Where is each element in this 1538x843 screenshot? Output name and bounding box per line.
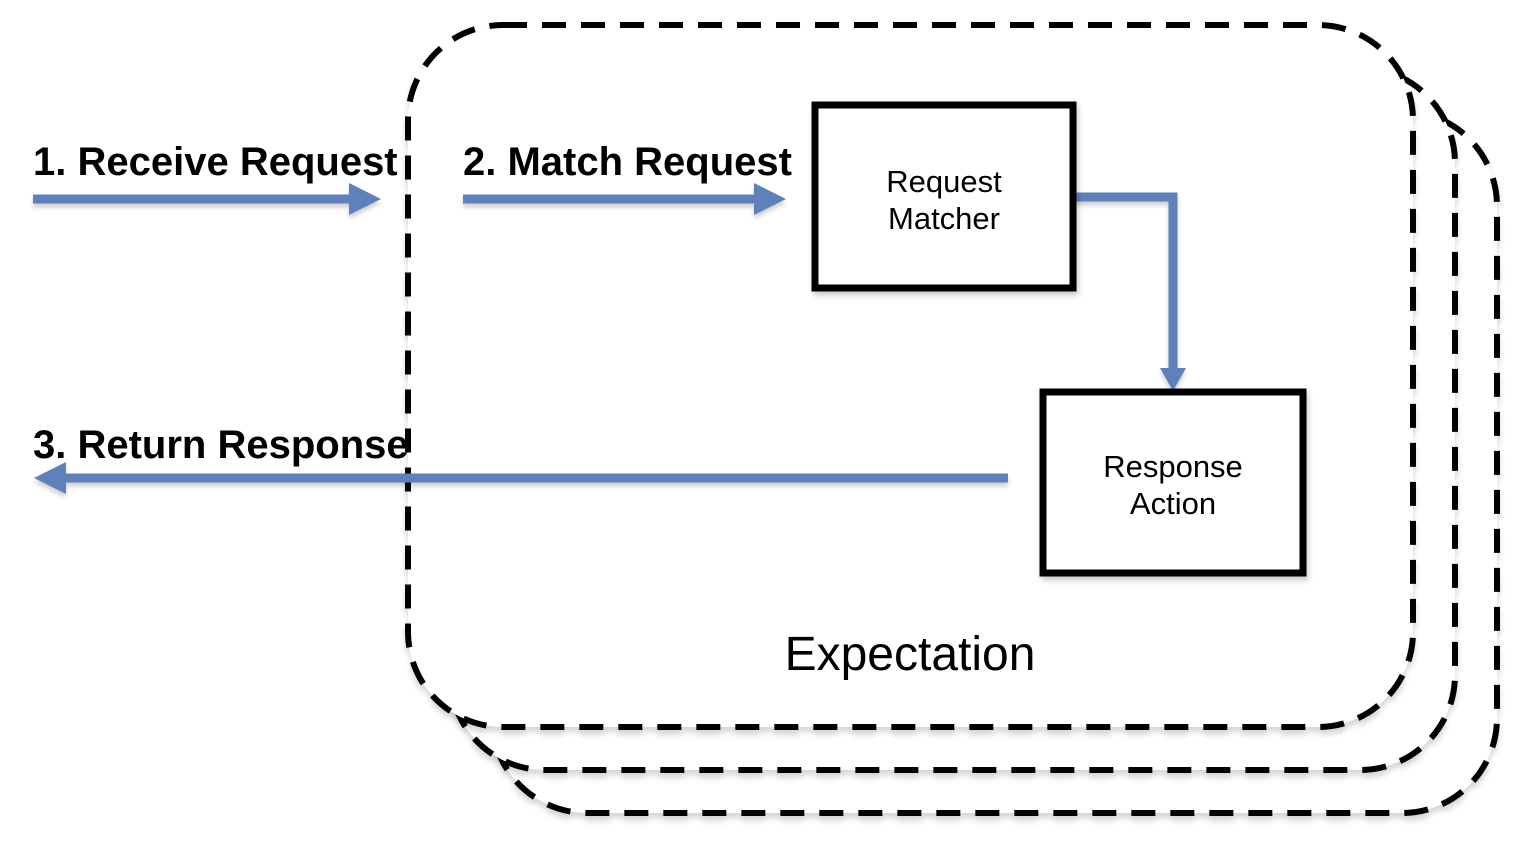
response-action-label-line1: Response [1103, 449, 1243, 484]
response-action-label: Response Action [1103, 449, 1243, 521]
matcher-to-action-connector [1073, 192, 1186, 391]
step-1-label: 1. Receive Request [33, 140, 398, 184]
matcher-to-action-arrowhead-icon [1160, 368, 1186, 391]
response-action-label-line2: Action [1130, 486, 1216, 521]
expectation-title: Expectation [785, 628, 1036, 681]
return-response-arrow [34, 462, 1008, 494]
response-action-box [1039, 388, 1307, 577]
request-matcher-label: Request Matcher [886, 164, 1002, 236]
return-response-arrowhead-icon [34, 462, 66, 494]
step-2-label: 2. Match Request [463, 140, 792, 184]
request-matcher-label-line2: Matcher [888, 201, 1000, 236]
request-matcher-label-line1: Request [886, 164, 1002, 199]
request-matcher-box [811, 101, 1077, 292]
receive-request-arrow [33, 183, 381, 215]
match-request-arrow [463, 183, 786, 215]
step-3-label: 3. Return Response [33, 423, 409, 467]
matcher-to-action-connector-path [1073, 192, 1178, 369]
match-request-arrowhead-icon [754, 183, 786, 215]
receive-request-arrowhead-icon [349, 183, 381, 215]
